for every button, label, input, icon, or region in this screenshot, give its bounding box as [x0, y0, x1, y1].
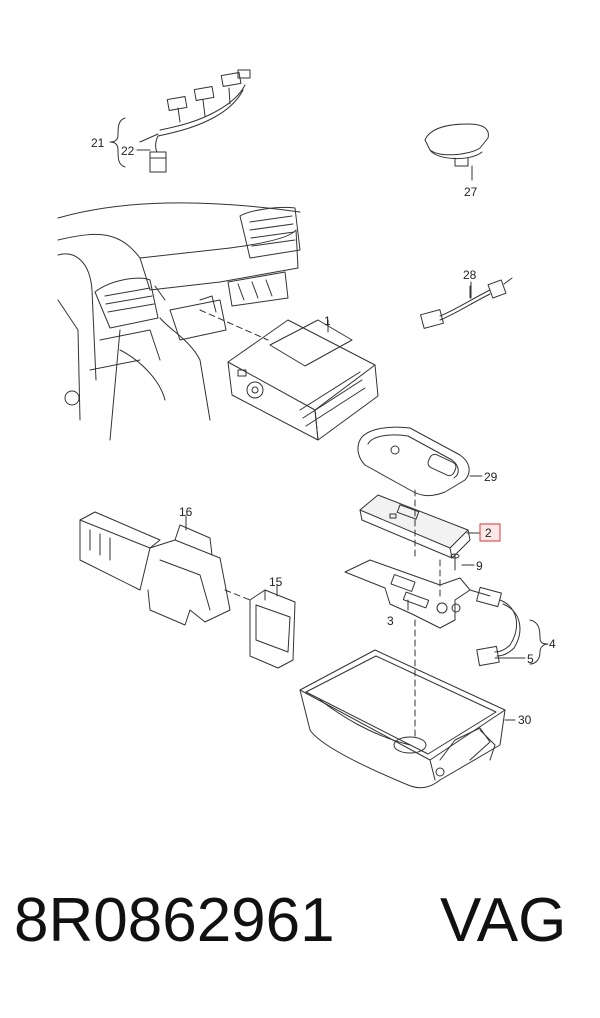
- assembly-guide-lines: [199, 309, 441, 741]
- circuit-board-illustration: [344, 559, 471, 629]
- callout-27: 27: [464, 185, 478, 199]
- callout-22: 22: [121, 144, 135, 158]
- callout-28: 28: [463, 268, 477, 282]
- callout-15: 15: [269, 575, 283, 589]
- callout-5: 5: [527, 652, 534, 666]
- callout-30: 30: [518, 713, 532, 727]
- cable-illustration: [420, 277, 513, 329]
- cover-illustration: [357, 426, 483, 497]
- antenna-illustration: [424, 123, 489, 181]
- exploded-parts-diagram: 1 2 3 4 5 9 15 16 21 22 27 28 29 30: [57, 69, 556, 789]
- callout-2: 2: [485, 526, 492, 540]
- storage-tray-illustration: [299, 649, 516, 789]
- bracket-illustration: [79, 511, 231, 626]
- radio-unit-illustration: [227, 319, 379, 441]
- callout-3: 3: [387, 614, 394, 628]
- wiring-harness-illustration: [149, 69, 251, 173]
- part-number-caption: 8R0862961: [14, 886, 335, 955]
- callout-29: 29: [484, 470, 498, 484]
- brand-caption: VAG: [440, 886, 567, 955]
- screw-illustration: [450, 553, 475, 571]
- module-illustration: [249, 585, 296, 669]
- dashboard-illustration: [57, 202, 301, 441]
- callout-21: 21: [91, 136, 105, 150]
- connector-cable-illustration: [469, 586, 549, 667]
- callout-16: 16: [179, 505, 193, 519]
- highlighted-callout-box: [479, 523, 501, 542]
- plate-illustration: [359, 494, 481, 559]
- callout-9: 9: [476, 559, 483, 573]
- callout-4: 4: [549, 637, 556, 651]
- callout-1: 1: [324, 314, 331, 328]
